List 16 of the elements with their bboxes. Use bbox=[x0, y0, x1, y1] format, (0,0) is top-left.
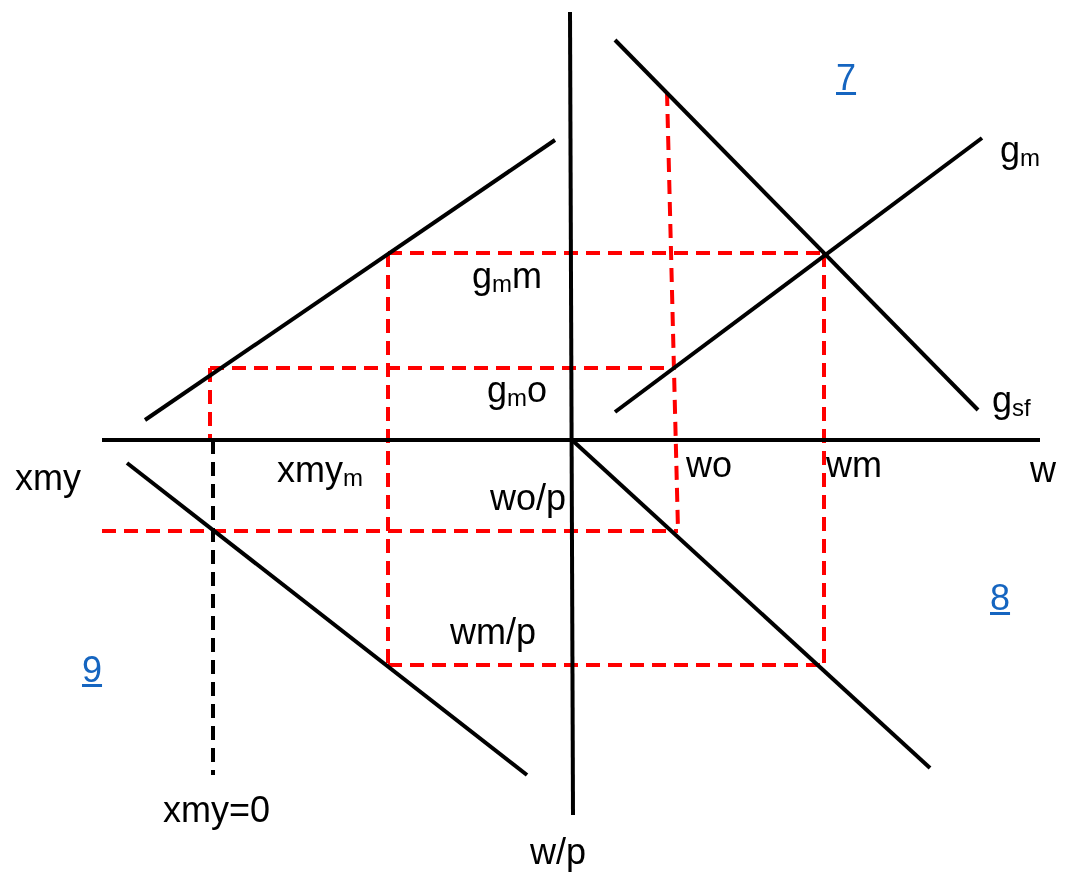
figure-number: 7 bbox=[836, 58, 857, 98]
axis-label: g$_{m}$o bbox=[487, 370, 548, 410]
axis-label: w/p bbox=[530, 832, 587, 872]
axis-label: g$_{m}$m bbox=[472, 256, 543, 296]
axis-label: wm/p bbox=[450, 612, 536, 652]
axis-label: w bbox=[1030, 450, 1056, 490]
figure-number: 8 bbox=[990, 578, 1011, 618]
axis-label: xmy bbox=[15, 458, 81, 498]
axis-label: wm bbox=[826, 445, 882, 485]
axis-label: wo/p bbox=[490, 478, 567, 518]
axis-label: xmy$_{m}$ bbox=[277, 450, 363, 490]
curve-label: g$_{m}$ bbox=[1000, 130, 1041, 170]
axis-label: xmy=0 bbox=[163, 790, 271, 830]
figure-number: 9 bbox=[82, 650, 103, 690]
curve-label: g$_{sf}$ bbox=[992, 380, 1031, 420]
axis-label: wo bbox=[686, 445, 733, 485]
